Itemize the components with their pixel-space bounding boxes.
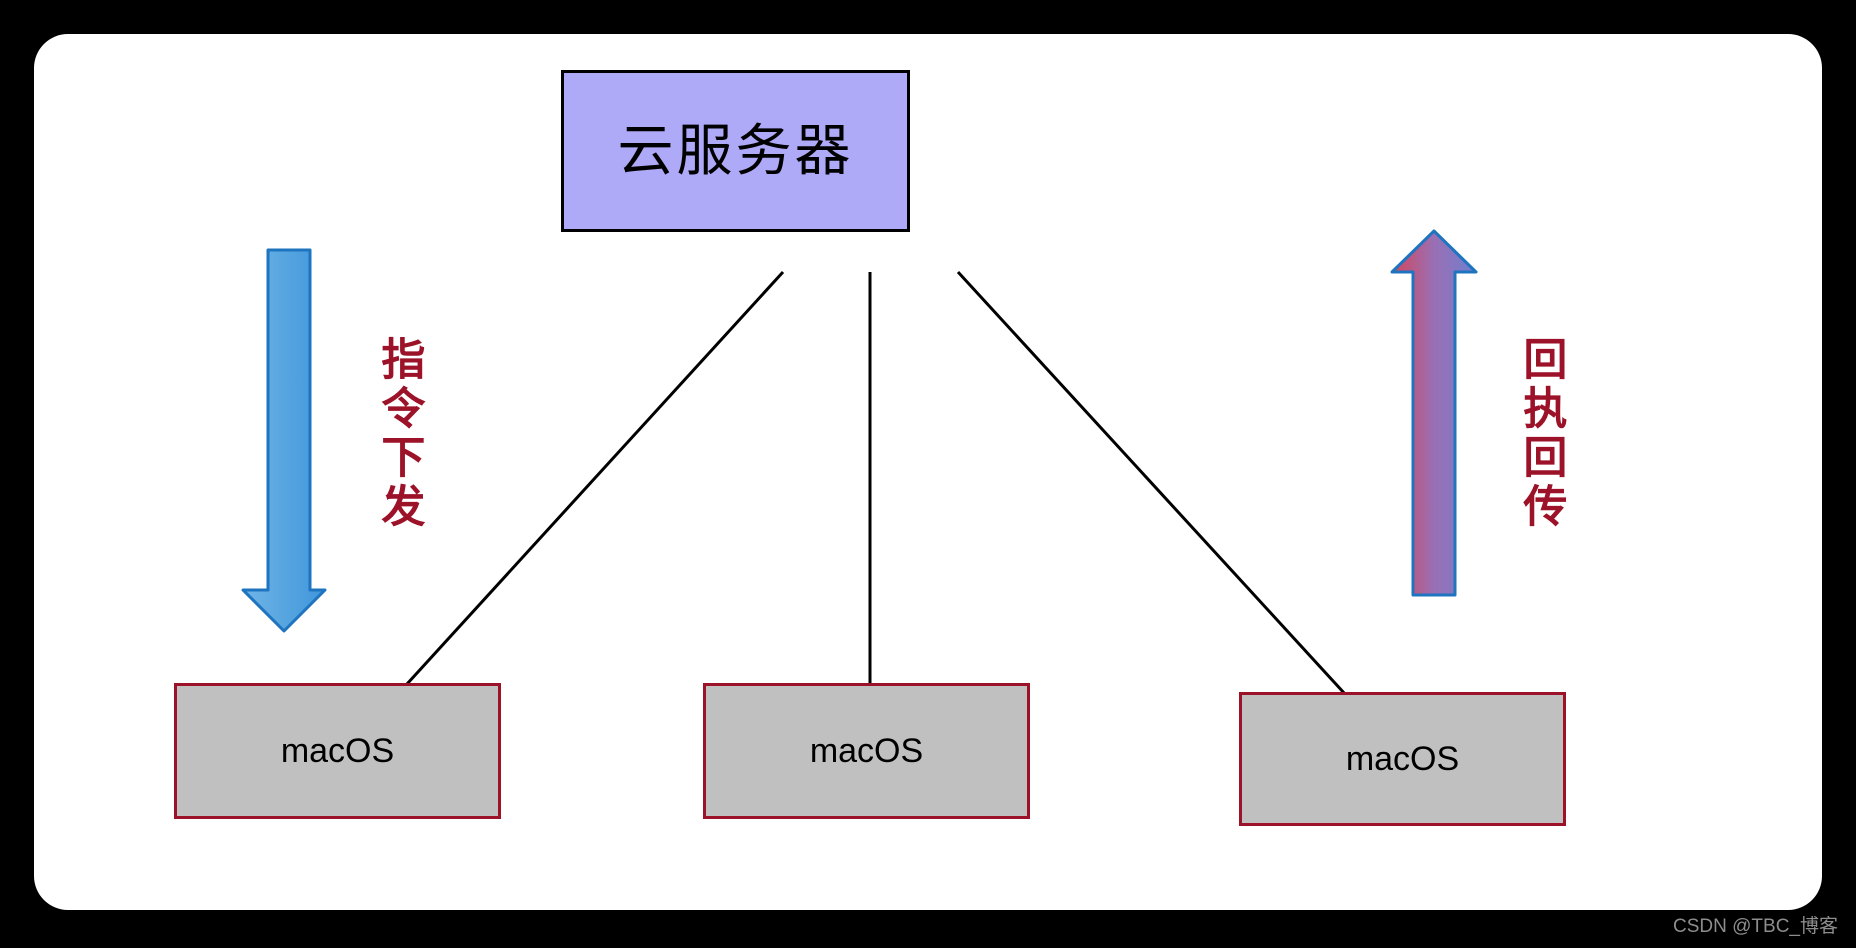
uplink-flow-label: 回执回传 xyxy=(1516,336,1566,532)
connector-server-to-client-2 xyxy=(956,270,1347,696)
node-client-macos-2[interactable]: macOS xyxy=(703,683,1030,819)
node-client-macos-3-label: macOS xyxy=(1345,739,1460,778)
node-client-macos-1-label: macOS xyxy=(280,731,395,770)
connector-server-to-client-0 xyxy=(405,270,785,686)
downlink-flow-label: 指令下发 xyxy=(374,336,424,532)
node-cloud-server-label: 云服务器 xyxy=(617,119,854,182)
node-client-macos-3[interactable]: macOS xyxy=(1239,692,1566,826)
downlink-arrow-icon xyxy=(241,248,327,633)
node-client-macos-2-label: macOS xyxy=(809,731,924,770)
node-client-macos-1[interactable]: macOS xyxy=(174,683,501,819)
watermark-text: CSDN @TBC_博客 xyxy=(1673,916,1838,937)
node-cloud-server[interactable]: 云服务器 xyxy=(561,70,910,232)
uplink-arrow-icon xyxy=(1390,229,1478,597)
